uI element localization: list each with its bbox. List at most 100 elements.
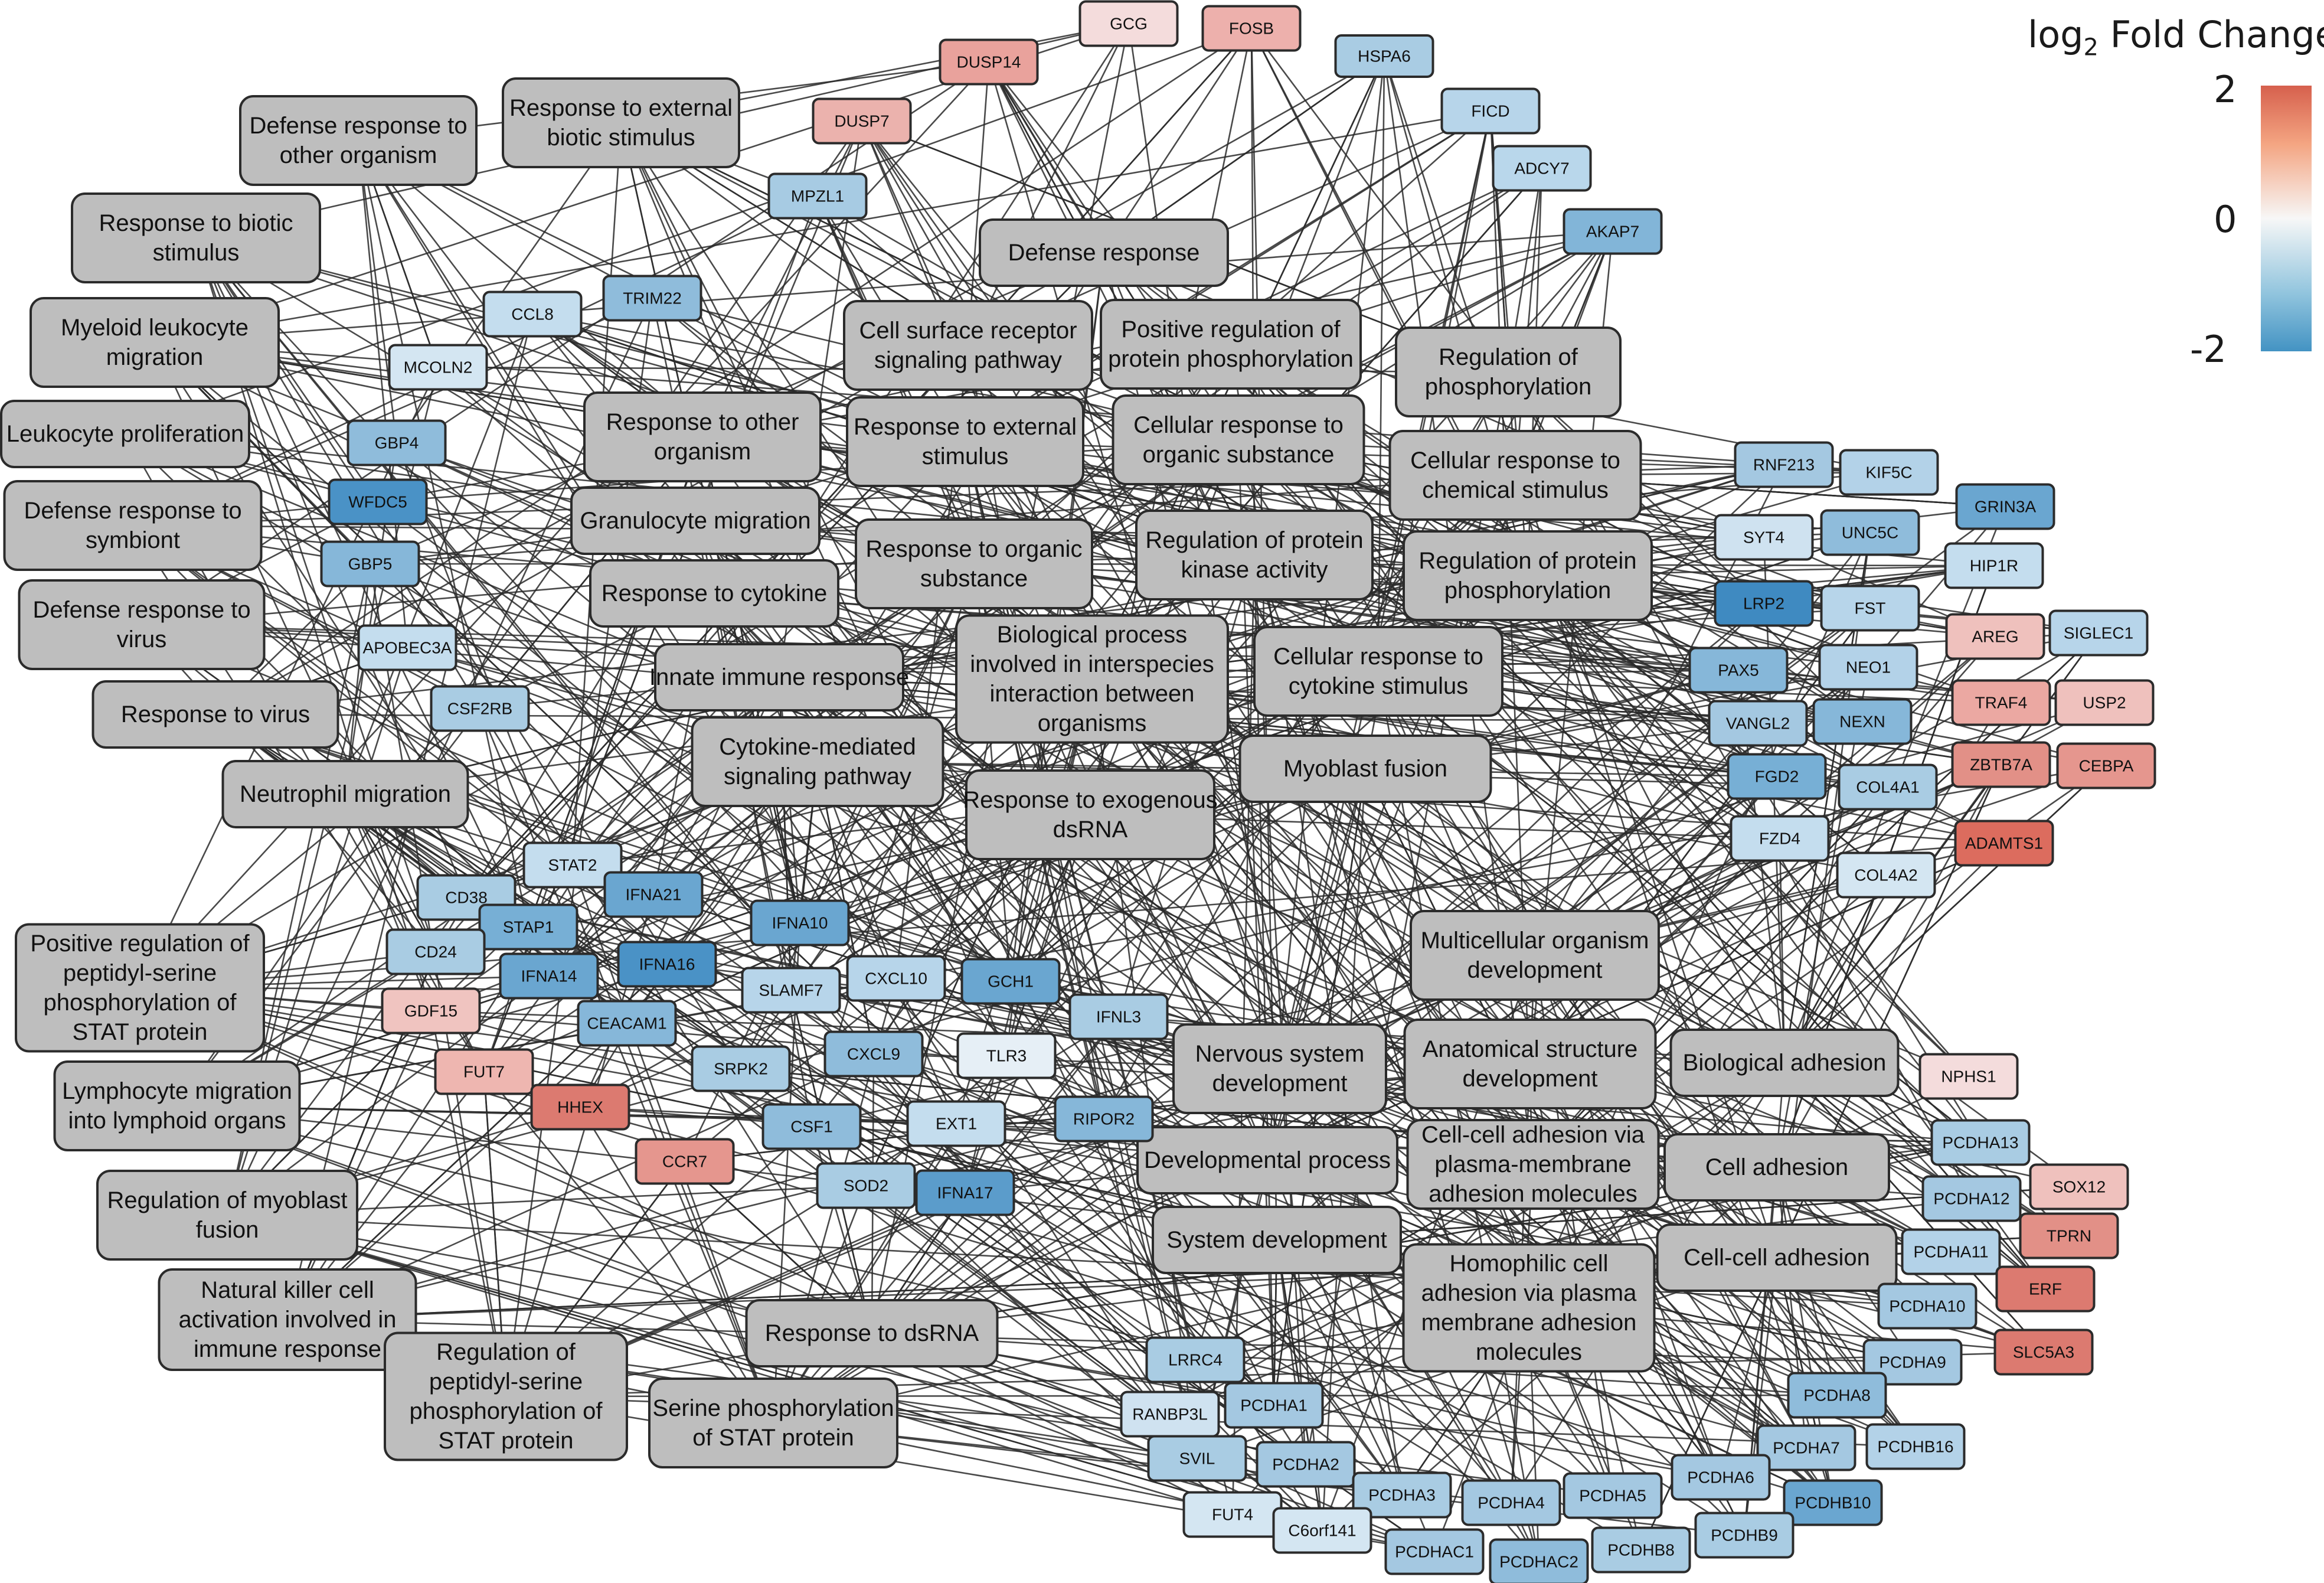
gene-label: SOD2 (844, 1177, 888, 1195)
gene-box-akap7 (1563, 208, 1663, 255)
network-edge (1230, 344, 2046, 1290)
term-box-t-reg-phos (1395, 327, 1622, 417)
gene-box-ifna21 (603, 871, 704, 918)
gene-box-gbp5 (320, 540, 420, 587)
gene-label: IFNA14 (521, 967, 577, 985)
network-edge (139, 367, 439, 988)
term-label: Defense response to (24, 498, 241, 524)
term-label: Defense response to (32, 597, 250, 623)
term-label: Homophilic cell (1450, 1251, 1609, 1277)
network-edge (176, 120, 863, 1107)
term-label: development (1467, 957, 1602, 983)
gene-box-pcdha8 (1787, 1372, 1887, 1419)
gene-box-pcdha12 (1921, 1175, 2022, 1222)
gene-box-zbtb7a (1951, 741, 2051, 788)
term-box-t-myo-fusion (1238, 735, 1492, 803)
gene-label: TRIM22 (623, 289, 682, 308)
gene-label: FUT4 (1212, 1506, 1253, 1524)
term-label: fusion (196, 1217, 259, 1243)
network-edge (1253, 554, 1540, 1562)
term-label: other organism (280, 142, 437, 168)
gene-label: CXCL10 (865, 970, 927, 988)
term-label: Cellular response to (1410, 448, 1620, 474)
gene-label: CSF1 (790, 1118, 833, 1136)
term-box-t-cell-org (1112, 394, 1365, 485)
gene-label: GBP5 (348, 555, 393, 573)
gene-box-vangl2 (1708, 700, 1808, 747)
gene-box-sod2 (816, 1162, 916, 1209)
term-label: substance (920, 566, 1028, 592)
gene-label: IFNL3 (1096, 1008, 1141, 1026)
term-label: chemical stimulus (1422, 477, 1609, 503)
gene-label: SYT4 (1743, 528, 1784, 547)
term-label: Regulation of (436, 1339, 576, 1365)
network-edge (139, 987, 1833, 1504)
term-label: Response to external (854, 414, 1077, 440)
network-edge (1118, 768, 1366, 1017)
gene-box-pcdha11 (1901, 1228, 2001, 1275)
term-label: Response to exogenous (963, 787, 1217, 813)
term-label: stimulus (922, 443, 1009, 469)
gene-label: AKAP7 (1586, 223, 1639, 241)
gene-label: KIF5C (1865, 464, 1912, 482)
network-edge (572, 563, 975, 866)
gene-box-ext1 (906, 1100, 1006, 1147)
term-label: Positive regulation of (1121, 316, 1341, 342)
network-edge (779, 677, 1539, 1562)
gene-label: C6orf141 (1288, 1522, 1356, 1540)
network-edge (1534, 532, 1871, 956)
term-box-t-granulo (570, 487, 821, 555)
gene-label: PCDHA2 (1272, 1455, 1339, 1474)
term-label: plasma-membrane (1434, 1151, 1631, 1177)
term-box-t-cc-plasma (1406, 1119, 1660, 1210)
term-label: STAT protein (73, 1019, 208, 1045)
term-label: Cell-cell adhesion (1684, 1245, 1870, 1271)
gene-box-dusp14 (939, 38, 1039, 86)
network-edge (1779, 838, 1786, 1063)
term-box-t-virus (91, 680, 339, 749)
gene-label: PCDHAC2 (1499, 1553, 1578, 1571)
gene-box-fgd2 (1727, 753, 1827, 800)
gene-box-ceacam1 (577, 1000, 677, 1047)
term-box-t-serine (648, 1378, 898, 1468)
gene-box-grin3a (1955, 483, 2055, 530)
gene-box-svil (1147, 1435, 1247, 1482)
network-edge (132, 524, 957, 1125)
gene-box-pcdhb16 (1865, 1423, 1966, 1470)
gene-label: CEACAM1 (587, 1014, 666, 1033)
gene-label: GCH1 (988, 972, 1034, 991)
term-box-t-reg-stat (384, 1331, 628, 1461)
gene-label: PCDHB16 (1877, 1438, 1953, 1456)
gene-label: PCDHA10 (1889, 1297, 1965, 1316)
gene-label: NEXN (1839, 713, 1885, 731)
term-label: phosphorylation (1444, 577, 1611, 603)
term-box-t-pos-prot (1100, 299, 1362, 390)
gene-box-pcdhb8 (1591, 1526, 1691, 1574)
gene-label: PCDHB9 (1711, 1526, 1778, 1545)
gene-label: IFNA17 (937, 1184, 993, 1202)
gene-box-erf (1995, 1265, 2096, 1313)
network-edge (227, 1214, 1323, 1532)
network-edge (125, 27, 1252, 435)
gene-box-areg (1945, 613, 2045, 660)
gene-label: USP2 (2083, 694, 2126, 712)
term-box-t-symbiont (3, 480, 263, 571)
gene-box-srpk2 (691, 1045, 791, 1092)
gene-box-pcdha9 (1862, 1339, 1963, 1386)
term-label: Biological process (997, 622, 1187, 648)
term-label: Anatomical structure (1423, 1036, 1638, 1062)
gene-box-col4a2 (1836, 851, 1936, 899)
gene-box-pcdhb10 (1783, 1479, 1883, 1526)
term-label: peptidyl-serine (429, 1369, 583, 1395)
term-box-t-exo-dsrna (965, 769, 1215, 860)
term-label: Defense response (1008, 240, 1200, 266)
term-box-t-cc-adh (1656, 1223, 1898, 1292)
gene-box-nphs1 (1918, 1053, 2019, 1100)
gene-label: ADCY7 (1514, 159, 1569, 178)
gene-box-pcdha5 (1563, 1472, 1663, 1519)
term-box-t-organic (855, 518, 1093, 609)
term-label: biotic stimulus (547, 125, 695, 151)
gene-label: PCDHA13 (1942, 1134, 2018, 1152)
network-edge (810, 1126, 873, 1334)
gene-label: FST (1855, 599, 1886, 618)
